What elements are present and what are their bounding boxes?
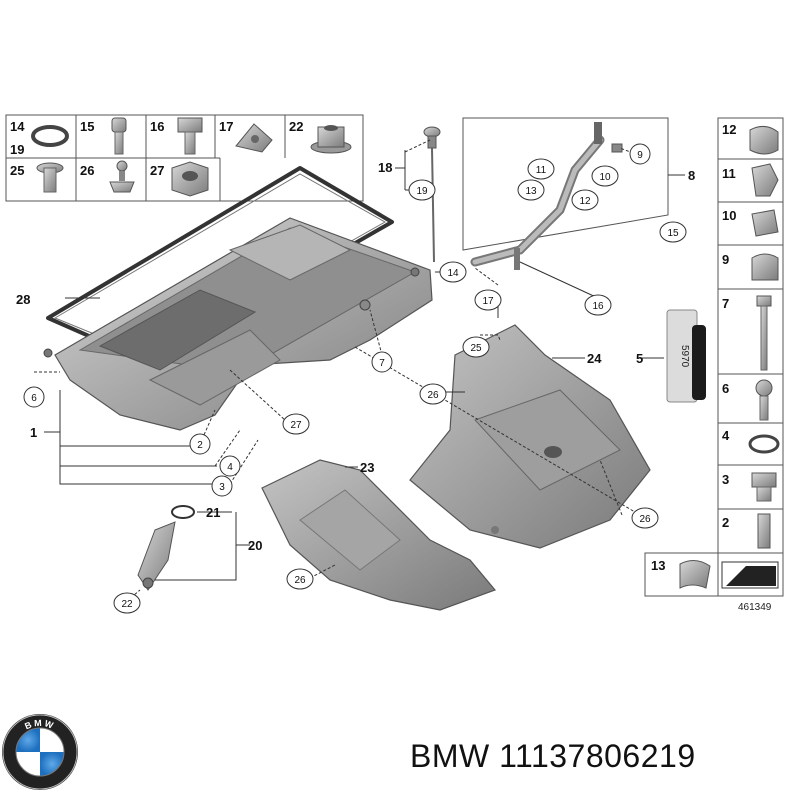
grid-label-15: 15 bbox=[80, 119, 94, 134]
bmw-logo: BMW bbox=[2, 714, 78, 790]
right-label-10: 10 bbox=[722, 208, 736, 223]
dipstick-cap bbox=[423, 126, 441, 263]
hex-bolt-icon bbox=[177, 117, 203, 155]
small-parts-grid: 14 19 15 16 17 22 25 26 bbox=[5, 114, 364, 202]
callout-24: 24 bbox=[587, 351, 602, 366]
drain-plug-icon bbox=[751, 472, 777, 502]
grid-label-14: 14 bbox=[10, 119, 25, 134]
right-label-11: 11 bbox=[722, 166, 736, 181]
callout-13: 13 bbox=[525, 186, 537, 197]
callout-25: 25 bbox=[470, 343, 482, 354]
grid-label-22: 22 bbox=[289, 119, 303, 134]
callout-4: 4 bbox=[227, 462, 233, 473]
callout-22: 22 bbox=[121, 599, 133, 610]
callout-1: 1 bbox=[30, 425, 37, 440]
clip-rivet-icon bbox=[109, 160, 135, 193]
callout-16: 16 bbox=[592, 301, 604, 312]
sealant-label: 5970 bbox=[679, 345, 690, 368]
clip-nut-icon bbox=[235, 123, 273, 153]
grid-label-27: 27 bbox=[150, 163, 164, 178]
callout-26-lower: 26 bbox=[294, 575, 306, 586]
collar-bolt-icon bbox=[755, 379, 773, 421]
right-label-6: 6 bbox=[722, 381, 729, 396]
callout-20: 20 bbox=[248, 538, 262, 553]
right-label-12: 12 bbox=[722, 122, 736, 137]
hose-clamp-icon bbox=[749, 126, 779, 155]
callout-28: 28 bbox=[16, 292, 30, 307]
callout-19: 19 bbox=[416, 186, 428, 197]
callout-12: 12 bbox=[579, 196, 591, 207]
callout-15: 15 bbox=[667, 228, 679, 239]
logo-text: BMW bbox=[23, 718, 54, 732]
callout-2: 2 bbox=[197, 440, 203, 451]
grid-label-16: 16 bbox=[150, 119, 164, 134]
callout-8: 8 bbox=[688, 168, 695, 183]
spring-clip-icon bbox=[679, 560, 711, 589]
sealant-tube: 5970 bbox=[666, 309, 706, 403]
callout-5: 5 bbox=[636, 351, 643, 366]
right-label-7: 7 bbox=[722, 296, 729, 311]
brand-name: BMW bbox=[410, 738, 490, 774]
grid-label-19: 19 bbox=[10, 142, 24, 157]
cable-clip-icon bbox=[751, 163, 779, 197]
callout-23: 23 bbox=[360, 460, 374, 475]
seal-ring-icon bbox=[748, 434, 780, 454]
drain-plug-assembly bbox=[137, 505, 195, 591]
stud-bolt-icon bbox=[36, 162, 64, 193]
grid-label-25: 25 bbox=[10, 163, 24, 178]
callout-10: 10 bbox=[599, 172, 611, 183]
callout-18: 18 bbox=[378, 160, 392, 175]
right-label-13: 13 bbox=[651, 558, 665, 573]
hex-socket-bolt-icon bbox=[111, 117, 127, 155]
callout-11: 11 bbox=[536, 165, 547, 176]
dipstick-assembly bbox=[462, 117, 669, 270]
o-ring-icon bbox=[31, 125, 69, 147]
callout-21: 21 bbox=[206, 505, 220, 520]
callout-26-upper: 26 bbox=[427, 390, 439, 401]
callout-26-right: 26 bbox=[639, 514, 651, 525]
callout-14: 14 bbox=[447, 268, 459, 279]
callouts: 28 6 1 2 4 3 27 7 18 19 14 17 16 11 13 1… bbox=[16, 143, 772, 614]
pipe-clip-icon bbox=[751, 253, 779, 281]
callout-9: 9 bbox=[637, 150, 643, 161]
hex-nut-icon bbox=[171, 161, 209, 197]
callout-6: 6 bbox=[31, 393, 37, 404]
callout-27: 27 bbox=[290, 420, 302, 431]
right-label-3: 3 bbox=[722, 472, 729, 487]
grid-label-26: 26 bbox=[80, 163, 94, 178]
bracket-clip-icon bbox=[751, 209, 779, 237]
oil-pan bbox=[43, 217, 433, 431]
callout-17: 17 bbox=[482, 296, 494, 307]
right-label-9: 9 bbox=[722, 252, 729, 267]
part-number: 11137806219 bbox=[499, 738, 696, 774]
right-parts-column: 12 11 10 9 7 6 4 3 bbox=[644, 117, 784, 597]
threaded-stud-icon bbox=[757, 513, 771, 549]
grid-label-17: 17 bbox=[219, 119, 233, 134]
reference-number: 461349 bbox=[738, 602, 772, 613]
callout-7: 7 bbox=[379, 358, 385, 369]
flange-nut-icon bbox=[310, 125, 352, 154]
heat-shield-upper bbox=[409, 324, 651, 549]
callout-3: 3 bbox=[219, 482, 225, 493]
brand-part-number: BMW 11137806219 bbox=[410, 738, 696, 775]
right-label-2: 2 bbox=[722, 515, 729, 530]
svg-text:BMW: BMW bbox=[23, 718, 56, 732]
reference-arrow-icon bbox=[721, 561, 779, 589]
right-label-4: 4 bbox=[722, 428, 730, 443]
long-bolt-icon bbox=[756, 295, 772, 371]
